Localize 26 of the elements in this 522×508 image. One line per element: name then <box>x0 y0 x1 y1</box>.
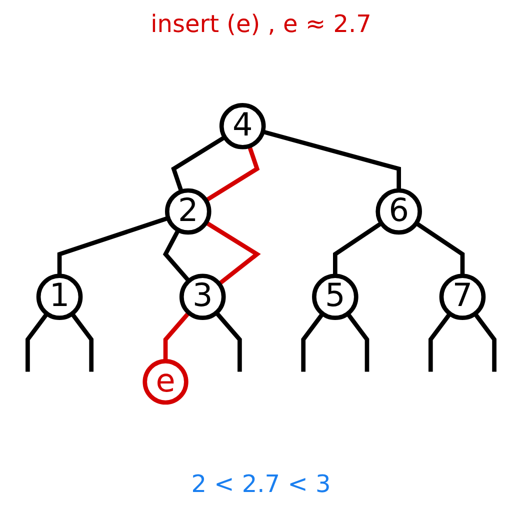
tree-node-circle: 2 <box>165 188 212 235</box>
tree-node-circle: 6 <box>376 188 422 235</box>
tree-edge <box>214 311 242 372</box>
tree-edge <box>473 312 496 372</box>
tree-edge <box>346 312 370 372</box>
tree-node-circle: 5 <box>312 274 358 320</box>
tree-edge <box>57 216 169 276</box>
tree-node-circle: e <box>142 359 188 405</box>
tree-node-circle: 3 <box>179 274 226 320</box>
tree-edge <box>262 130 401 191</box>
comparison-note: 2 < 2.7 < 3 <box>191 470 331 498</box>
tree-edge <box>204 220 261 286</box>
tree-edge <box>333 221 383 276</box>
tree-edge <box>428 312 452 372</box>
tree-edge <box>204 145 260 202</box>
tree-edge <box>171 135 226 192</box>
tree-edge <box>162 229 190 282</box>
tree-edge <box>26 312 49 372</box>
note-text: insert (e) , e ≈ 2.7 <box>150 10 372 38</box>
tree-node-circle: 4 <box>219 103 266 150</box>
tree-node-circle: 7 <box>439 274 486 320</box>
tree-node-circle: 1 <box>36 274 83 320</box>
tree-edge <box>163 311 190 362</box>
tree-edge <box>70 312 94 372</box>
tree-edge <box>301 312 324 372</box>
tree-edge <box>415 221 465 276</box>
